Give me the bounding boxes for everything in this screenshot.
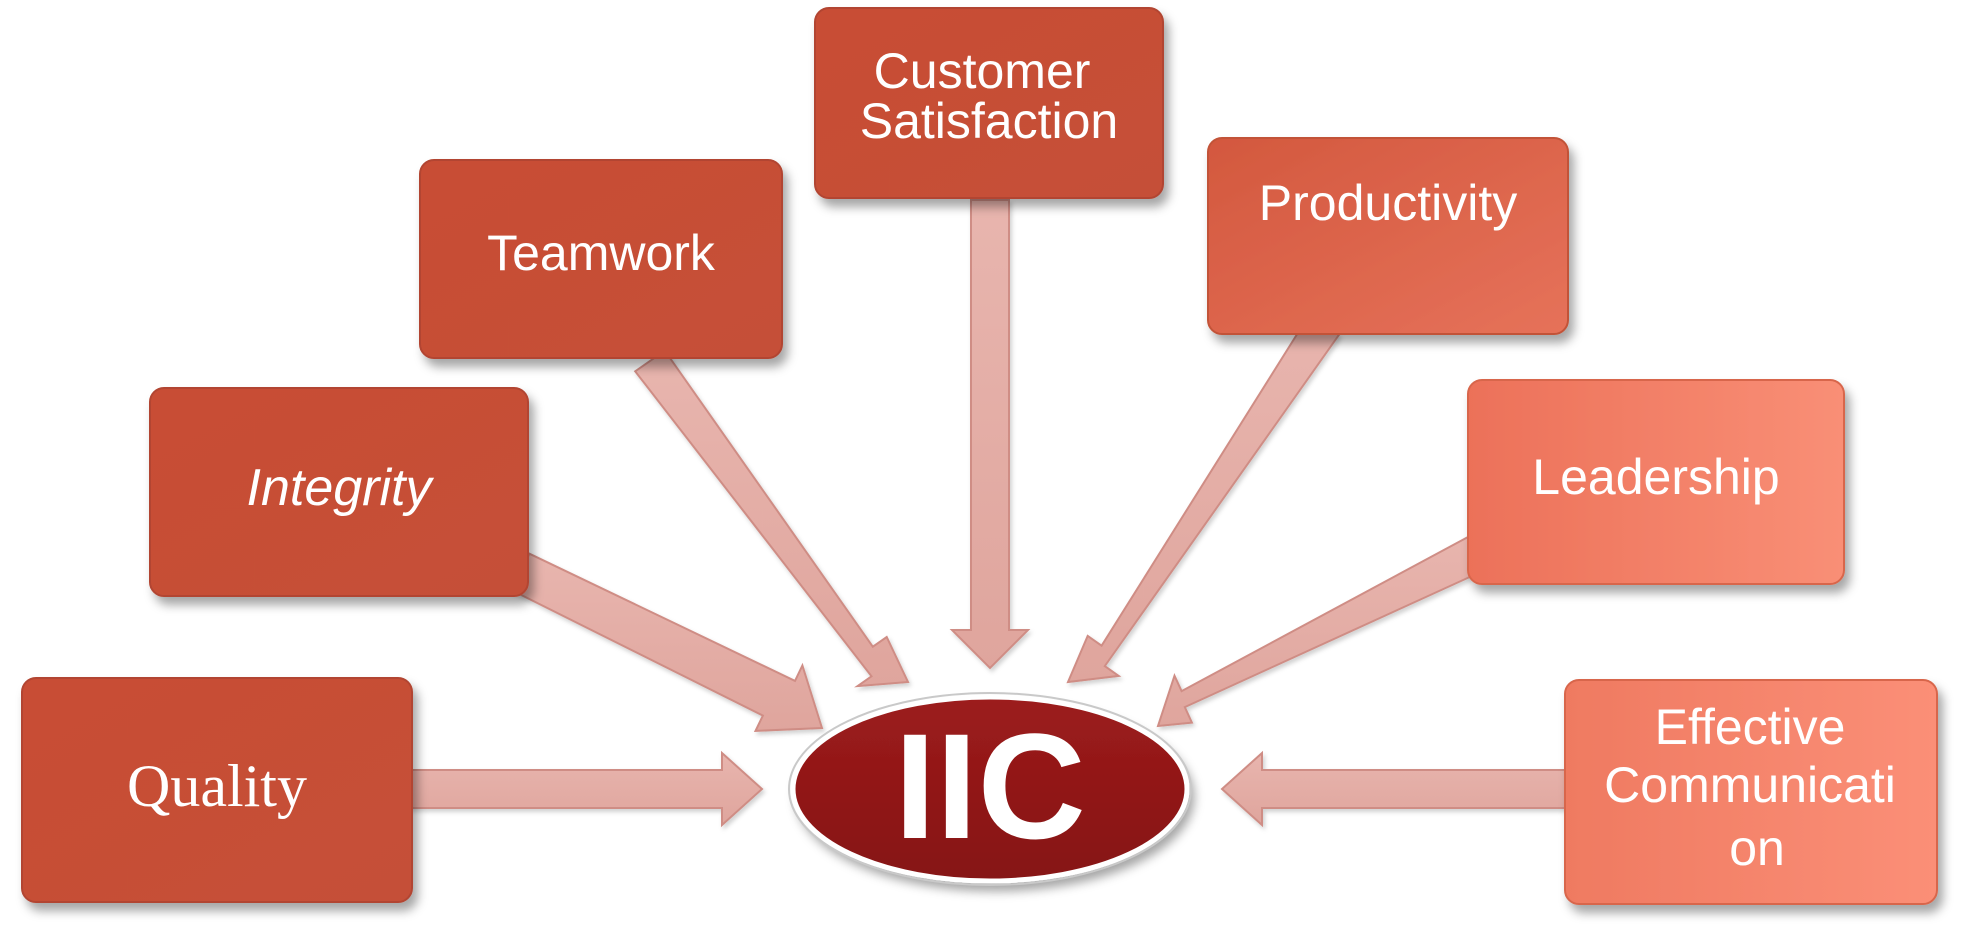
node-label: Teamwork [487,225,716,281]
node-box [149,387,529,597]
node-box [814,7,1164,199]
arrow-teamwork [633,349,910,688]
arrow-effective-communication [1220,750,1576,828]
node-box [1467,379,1845,585]
node-label: Productivity [1259,175,1517,231]
node-leadership: Leadership [1467,379,1845,585]
node-label: Quality [127,753,307,819]
node-integrity: Integrity [149,387,529,597]
arrow-quality [409,750,764,828]
node-label: Integrity [247,459,435,517]
node-label: Leadership [1532,449,1779,505]
center-node: IIC [788,692,1192,886]
node-box [419,159,783,359]
arrow-productivity [1066,313,1341,684]
node-label: Customer Satisfaction [860,43,1118,149]
node-box [1207,137,1569,335]
arrow-leadership [1156,532,1491,728]
node-productivity: Productivity [1207,137,1569,335]
node-quality: Quality [21,677,413,903]
node-label: Effective Communicati on [1604,699,1910,876]
center-ellipse-outline [788,692,1192,886]
center-label: IIC [894,702,1086,870]
arrow-integrity [510,552,824,732]
node-box [21,677,413,903]
node-teamwork: Teamwork [419,159,783,359]
center-ellipse [790,694,1190,884]
arrow-customer-satisfaction [949,199,1031,670]
arrows-group [409,199,1576,828]
node-customer-satisfaction: Customer Satisfaction [814,7,1164,199]
node-effective-communication: Effective Communicati on [1564,679,1938,905]
node-box [1564,679,1938,905]
